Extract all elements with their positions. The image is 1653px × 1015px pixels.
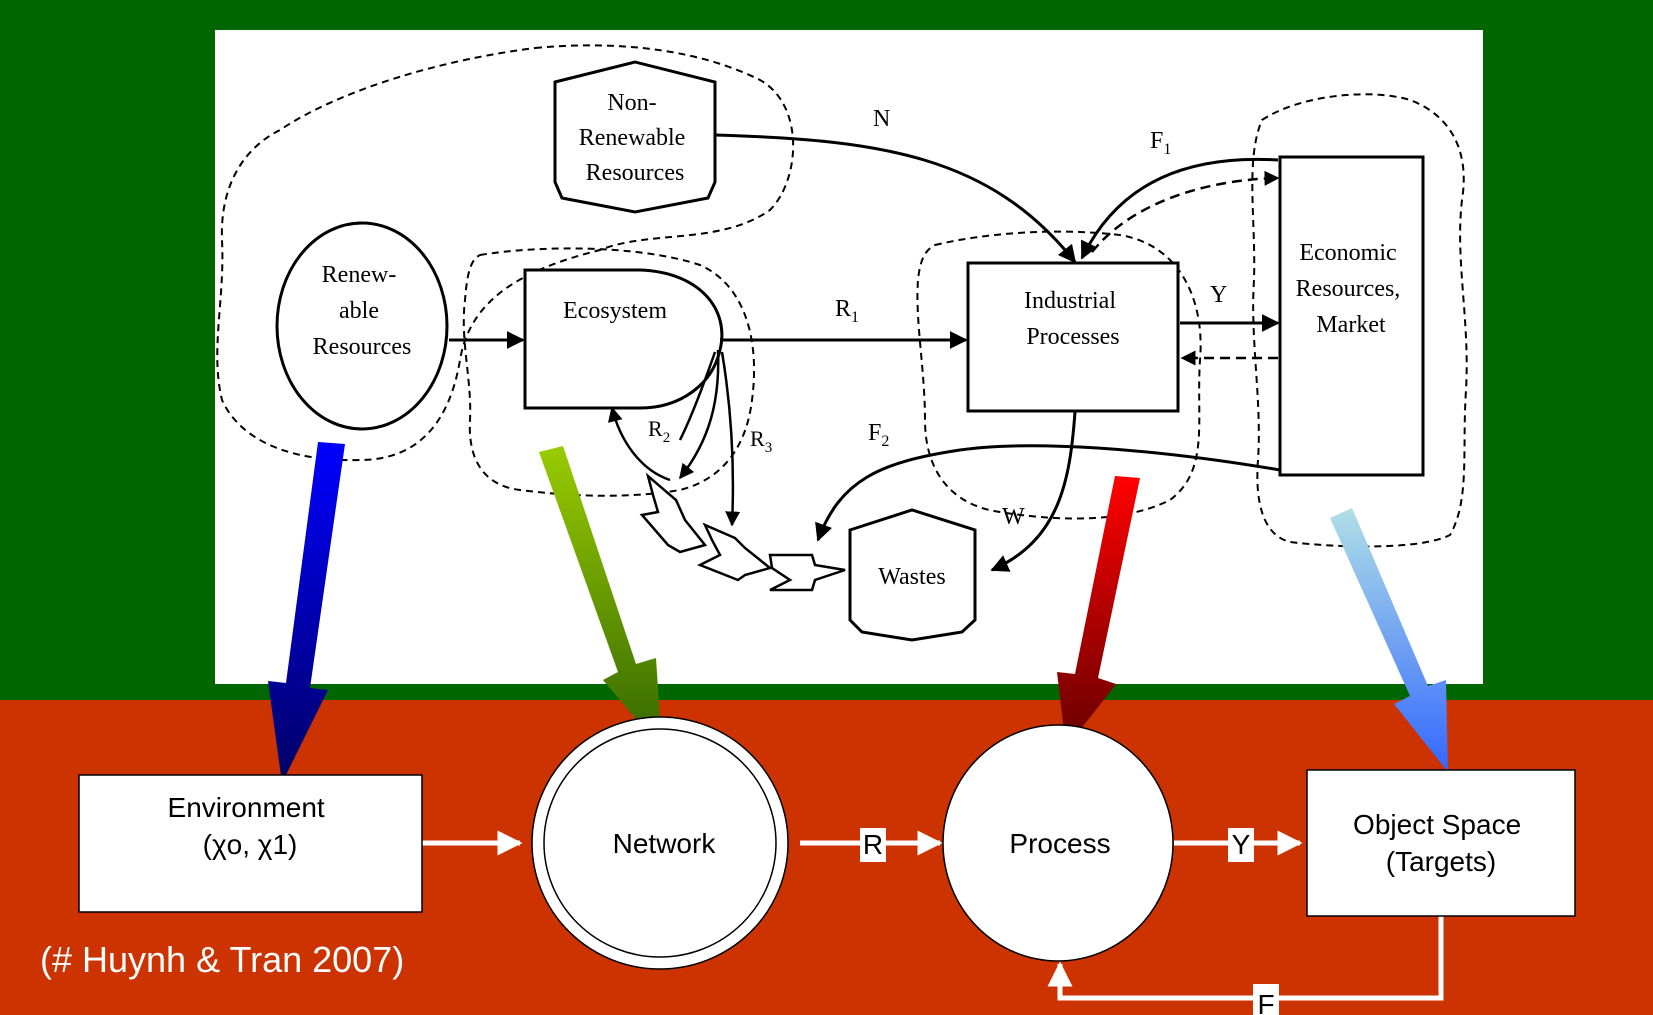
label-f2: F2 (868, 420, 889, 450)
economic-line-2: Resources, (1296, 276, 1401, 302)
non-renewable-label: Non- Renewable Resources (579, 90, 692, 186)
label-f-backing (1253, 984, 1279, 1015)
label-r3-base: R (750, 426, 765, 451)
label-f1-base: F (1150, 128, 1163, 154)
label-r3: R3 (750, 426, 772, 456)
renewable-resources-ellipse (275, 221, 449, 431)
economic-line-3: Market (1316, 312, 1386, 338)
flow-f1-dashed (1091, 170, 1280, 253)
environment-label: Environment (χo, χ1) (168, 792, 333, 860)
non-renewable-resources-shape (553, 60, 717, 214)
industrial-line-1: Industrial (1024, 288, 1116, 314)
connector-feedback-f (1047, 916, 1444, 1001)
label-r2: R2 (648, 416, 670, 446)
label-r1-sub: 1 (851, 309, 859, 326)
wastes-shape (848, 508, 977, 642)
label-f2-sub: 2 (881, 433, 889, 450)
industrial-line-2: Processes (1026, 324, 1119, 350)
wastes-label: Wastes (878, 564, 945, 590)
object-space-label: Object Space (Targets) (1353, 809, 1529, 877)
economic-resources-box (1278, 155, 1425, 477)
renewable-label: Renew- able Resources (313, 262, 412, 360)
mapping-arrow-red (1057, 476, 1140, 748)
flow-w (990, 411, 1077, 572)
object-space-line-2: (Targets) (1386, 846, 1496, 877)
non-renewable-line-3: Resources (586, 160, 685, 186)
industrial-label: Industrial Processes (1024, 288, 1122, 350)
flow-n (714, 133, 1077, 264)
object-space-line-1: Object Space (1353, 809, 1521, 840)
environment-line-2: (χo, χ1) (203, 829, 298, 860)
mapping-arrow-green (539, 446, 662, 750)
process-label: Process (1009, 828, 1110, 859)
renewable-line-2: able (339, 298, 379, 324)
label-f1: F1 (1150, 128, 1171, 158)
label-y-backing (1228, 828, 1254, 862)
label-f-lower: F (1257, 989, 1274, 1015)
flow-r3-b (720, 351, 741, 527)
environment-box (78, 774, 423, 913)
mapping-arrow-blue (268, 442, 345, 783)
network-inner-circle (543, 728, 777, 958)
non-renewable-line-1: Non- (607, 90, 656, 116)
industrial-processes-box (966, 261, 1180, 413)
label-y-lower: Y (1232, 829, 1251, 860)
economic-line-1: Economic (1299, 240, 1396, 266)
label-w: W (1002, 504, 1025, 530)
economic-label: Economic Resources, Market (1296, 240, 1407, 338)
network-label: Network (613, 828, 717, 859)
ecosystem-label: Ecosystem (563, 298, 667, 324)
mapping-arrow-lightblue (1330, 508, 1448, 772)
boundary-economic (1251, 93, 1468, 548)
label-f2-base: F (868, 420, 881, 446)
mapping-arrows (268, 442, 1448, 783)
label-n: N (873, 106, 890, 132)
lower-diagram: Environment (χo, χ1) Network Process Obj… (78, 716, 1576, 1015)
label-r2-base: R (648, 416, 663, 441)
recycle-arrow-2 (696, 522, 773, 582)
flow-r2 (608, 406, 671, 482)
citation: (# Huynh & Tran 2007) (40, 939, 404, 980)
renewable-line-3: Resources (313, 334, 412, 360)
environment-line-1: Environment (168, 792, 325, 823)
ecosystem-shape (523, 268, 724, 410)
renewable-line-1: Renew- (322, 262, 397, 288)
upper-diagram: Non- Renewable Resources Renew- able Res… (216, 44, 1468, 642)
flow-f2 (815, 444, 1281, 542)
non-renewable-line-2: Renewable (579, 125, 686, 151)
label-r2-sub: 2 (663, 430, 671, 446)
label-r-backing (860, 828, 886, 862)
recycle-arrow-3 (639, 472, 708, 554)
label-y-upper: Y (1210, 282, 1227, 308)
label-r-lower: R (863, 829, 883, 860)
label-r3-sub: 3 (765, 440, 773, 456)
flow-r3-a (679, 349, 720, 480)
label-r1-base: R (835, 296, 851, 322)
boundary-industrial (916, 230, 1202, 520)
process-circle (942, 724, 1174, 962)
object-space-box (1306, 769, 1576, 917)
flow-r3-c (678, 351, 717, 441)
label-f1-sub: 1 (1163, 141, 1171, 158)
label-r1: R1 (835, 296, 859, 326)
recycle-arrow-1 (768, 553, 846, 592)
flow-f1 (1080, 157, 1279, 260)
